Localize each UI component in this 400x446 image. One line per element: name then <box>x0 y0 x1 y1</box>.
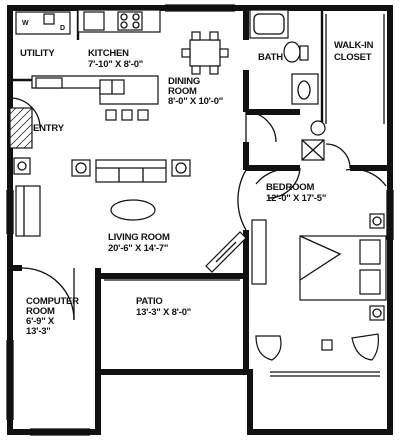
kitchen-label: KITCHEN <box>88 48 129 59</box>
kitchen: KITCHEN 7'-10" X 8'-0" <box>31 9 161 121</box>
bar-stool-icon <box>137 109 149 121</box>
end-table-icon <box>71 159 91 177</box>
end-table-icon <box>171 159 191 177</box>
windows <box>6 4 394 436</box>
armchair-icon <box>351 333 379 361</box>
side-table-icon <box>321 339 333 351</box>
utility-counter <box>35 77 63 89</box>
bath-label: BATH <box>258 52 283 63</box>
computer-label-line2: ROOM <box>26 306 55 317</box>
dining-label-line1: DINING <box>168 76 200 87</box>
bedroom: BEDROOM 12'-0" X 17'-5" <box>237 167 387 377</box>
sofa-icon <box>95 159 167 183</box>
utility-sink <box>43 13 55 25</box>
toilet-icon <box>283 41 301 63</box>
washer-label: W <box>22 20 29 27</box>
patio-label: PATIO <box>136 296 163 307</box>
dining-table-icon <box>189 39 221 67</box>
pillow-icon <box>359 269 381 295</box>
dining-label-line2: ROOM <box>168 86 197 97</box>
dresser-icon <box>251 219 267 285</box>
washer-dryer <box>15 11 71 35</box>
pillow-icon <box>359 239 381 265</box>
fridge-icon <box>83 11 105 31</box>
living-room: LIVING ROOM 20'-6" X 14'-7" <box>13 157 247 273</box>
armchair-icon <box>255 335 282 361</box>
lamp-table-icon <box>13 157 31 175</box>
utility-label: UTILITY <box>20 48 55 59</box>
utility-room: W D UTILITY <box>15 11 71 59</box>
computer-room: COMPUTER ROOM 6'-9" X 13'-3" <box>21 267 79 337</box>
living-label: LIVING ROOM <box>108 232 170 243</box>
dining-dims: 8'-0" X 10'-0" <box>168 96 223 107</box>
coffee-table-icon <box>110 199 156 221</box>
patio: PATIO 13'-3" X 8'-0" <box>104 279 240 318</box>
living-dims: 20'-6" X 14'-7" <box>108 243 168 254</box>
computer-dims-line1: 6'-9" X <box>26 316 55 327</box>
dryer-label: D <box>60 25 65 32</box>
walk-in-closet: WALK-IN CLOSET <box>325 14 385 169</box>
entry: ENTRY <box>9 97 65 149</box>
bar-stool-icon <box>121 109 133 121</box>
bar-stool-icon <box>105 109 117 121</box>
bedroom-dims: 12'-0" X 17'-5" <box>266 193 326 204</box>
computer-dims-line2: 13'-3" <box>26 326 51 337</box>
dining-room: DINING ROOM 8'-0" X 10'-0" <box>168 31 229 107</box>
interior-walls <box>7 8 390 372</box>
side-sofa-icon <box>15 185 41 237</box>
water-heater-icon <box>310 120 326 136</box>
entry-label: ENTRY <box>33 123 65 134</box>
nightstand-icon <box>369 213 385 229</box>
patio-dims: 13'-3" X 8'-0" <box>136 307 191 318</box>
kitchen-peninsula <box>31 75 159 105</box>
bathroom: BATH <box>245 9 326 161</box>
closet-label-line2: CLOSET <box>334 52 372 63</box>
closet-label-line1: WALK-IN <box>334 40 374 51</box>
stove-icon <box>117 11 143 31</box>
computer-label-line1: COMPUTER <box>26 296 79 307</box>
entry-mat <box>9 107 33 149</box>
bedroom-label: BEDROOM <box>266 182 314 193</box>
nightstand-icon <box>369 305 385 321</box>
kitchen-dims: 7'-10" X 8'-0" <box>88 59 143 70</box>
